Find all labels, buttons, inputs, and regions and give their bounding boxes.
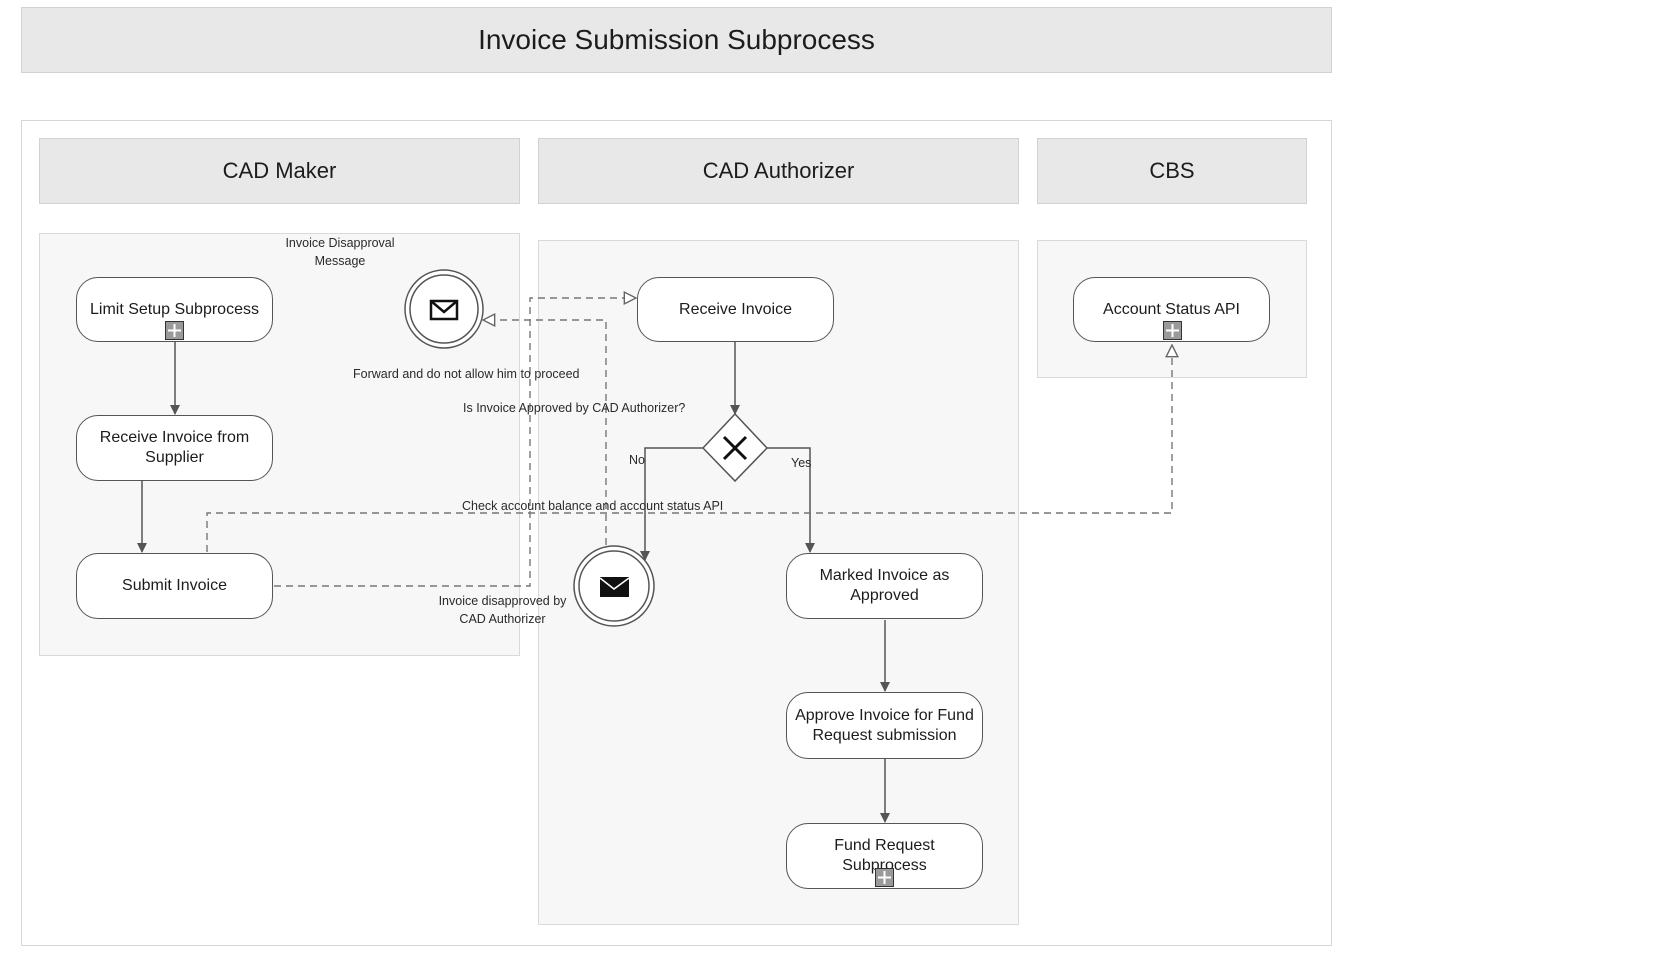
message-catch-event (404, 269, 484, 349)
message-throw-event (573, 545, 655, 627)
label-no: No (629, 453, 645, 467)
page-title: Invoice Submission Subprocess (21, 7, 1332, 73)
envelope-filled-icon (599, 577, 630, 597)
flow-gateway-no (640, 447, 703, 561)
msg-submit-to-receive (274, 298, 636, 587)
subprocess-marker-icon (1163, 321, 1182, 340)
label-disapproved-by: Invoice disapproved by CAD Authorizer (425, 592, 580, 628)
flow-gateway-yes (767, 447, 815, 553)
lane-header-cad-maker: CAD Maker (39, 138, 520, 204)
label-gateway-question: Is Invoice Approved by CAD Authorizer? (463, 401, 686, 415)
label-disapproved-by-line2: CAD Authorizer (459, 612, 546, 626)
msg-check-account-api (206, 345, 1172, 552)
lane-header-cad-authorizer: CAD Authorizer (538, 138, 1019, 204)
task-marked-invoice-approved[interactable]: Marked Invoice as Approved (786, 553, 983, 619)
task-submit-invoice[interactable]: Submit Invoice (76, 553, 273, 619)
envelope-icon (429, 299, 459, 321)
subprocess-marker-icon (165, 321, 184, 340)
label-disapproval-message: Invoice Disapproval Message (270, 234, 410, 270)
label-disapproval-message-line2: Message (314, 254, 366, 268)
exclusive-gateway-icon (701, 412, 769, 483)
msg-disapproval-to-maker (483, 320, 607, 545)
task-approve-invoice-fund-request[interactable]: Approve Invoice for Fund Request submiss… (786, 692, 983, 759)
label-disapproval-message-line1: Invoice Disapproval (285, 236, 395, 250)
lane-header-cbs: CBS (1037, 138, 1307, 204)
task-fund-request-subprocess[interactable]: Fund Request Subprocess (786, 823, 983, 889)
label-disapproved-by-line1: Invoice disapproved by (438, 594, 567, 608)
task-receive-invoice-from-supplier[interactable]: Receive Invoice from Supplier (76, 415, 273, 481)
label-check-account: Check account balance and account status… (462, 499, 724, 513)
label-forward-note: Forward and do not allow him to proceed (353, 367, 580, 381)
subprocess-marker-icon (875, 868, 894, 887)
label-yes: Yes (791, 456, 812, 470)
task-receive-invoice[interactable]: Receive Invoice (637, 277, 834, 342)
